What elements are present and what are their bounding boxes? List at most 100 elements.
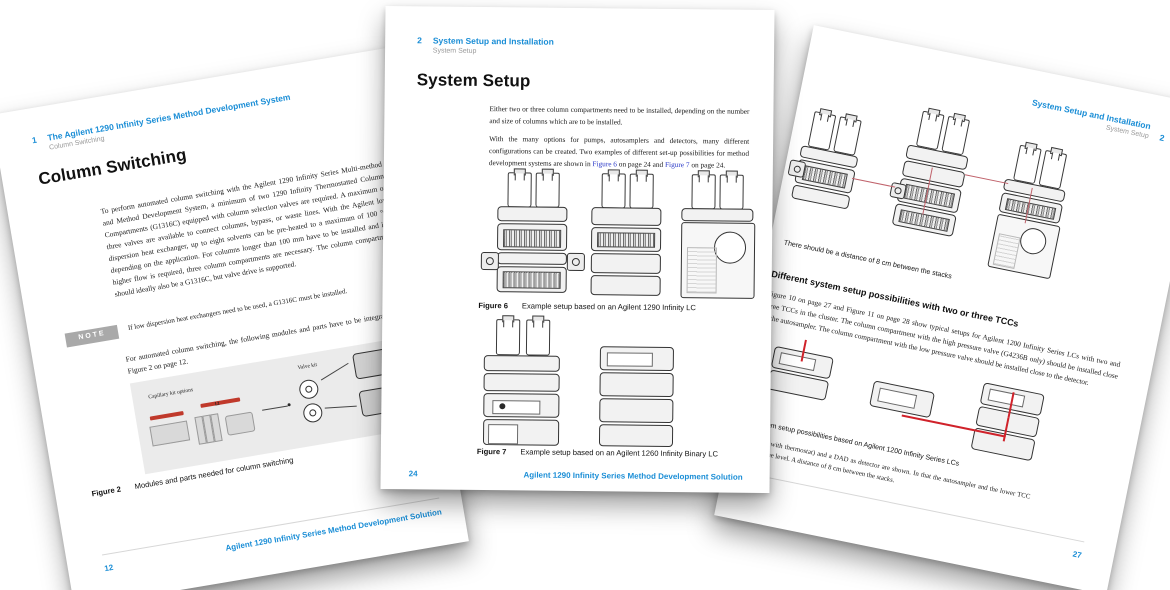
fig6-sys1-tcc <box>496 266 567 293</box>
capillary-kit-label: Capillary kit options <box>147 387 194 401</box>
left-chapter-title: The Agilent 1290 Infinity Series Method … <box>46 91 292 143</box>
left-paragraph-1: To perform automated column switching wi… <box>99 159 395 299</box>
flow-line-a-b <box>851 177 896 188</box>
valve-a <box>787 159 807 179</box>
fig6-sys2-tcc-2 <box>590 275 661 296</box>
valve-head-1 <box>297 378 320 401</box>
capillary-red-2 <box>200 397 241 408</box>
cluster-mod-b1 <box>869 380 936 419</box>
figure-7-caption-text: Example setup based on an Agilent 1260 I… <box>520 447 719 459</box>
center-chapter-title: System Setup and Installation <box>432 35 554 47</box>
fig6-detector-lamp <box>713 231 747 264</box>
solvent-bottle-a1 <box>807 108 837 151</box>
fig7-sys2-mod-4 <box>598 424 674 448</box>
fig6-bottle-1a <box>507 168 532 208</box>
left-footer: 12 Agilent 1290 Infinity Series Method D… <box>104 507 443 573</box>
fig7-sys1-tray <box>483 355 560 372</box>
figure-6-label: Figure 6 <box>478 300 509 311</box>
solvent-bottle-a2 <box>833 113 862 156</box>
center-paragraph-2: With the many options for pumps, autosam… <box>488 134 750 170</box>
center-body-text: Either two or three column compartments … <box>489 103 750 178</box>
center-page-title: System Setup <box>416 70 531 91</box>
capillary-red-1 <box>149 410 184 421</box>
left-footer-title: Agilent 1290 Infinity Series Method Deve… <box>224 507 443 553</box>
link-figure-7[interactable]: Figure 7 <box>664 159 690 169</box>
cluster-b1-screen <box>877 387 918 409</box>
fig7-sys1-mod-2 <box>483 373 560 392</box>
detector-c <box>987 213 1061 280</box>
left-page-title: Column Switching <box>36 144 188 189</box>
center-paragraph-1: Either two or three column compartments … <box>489 104 750 127</box>
fig6-sys1-tray <box>497 206 568 222</box>
figure-7-art <box>477 315 728 448</box>
module-a-detail <box>801 165 848 189</box>
cluster-c1-screen <box>987 388 1026 408</box>
cluster-a1-screen <box>778 352 817 372</box>
left-page-number: 12 <box>103 562 114 574</box>
right-chapter-number: 2 <box>1158 132 1166 144</box>
fig6-sys1-pump-detail <box>503 229 562 248</box>
coil-box <box>224 411 256 436</box>
left-running-header: 1 The Agilent 1290 Infinity Series Metho… <box>31 91 292 154</box>
left-figure-label: Figure 2 <box>90 484 122 499</box>
fig7-sys2-mod-2 <box>599 372 674 398</box>
fig7-bottle-b <box>525 315 551 356</box>
fig6-valve-right <box>566 252 585 272</box>
right-page-number: 27 <box>1071 549 1083 561</box>
solvent-bottle-c1 <box>1012 141 1042 185</box>
figure-7-caption: Figure 7 Example setup based on an Agile… <box>477 447 718 459</box>
figure-7-label: Figure 7 <box>476 446 507 457</box>
fig6-sys3-tray <box>681 208 754 222</box>
fig7-sys1-door <box>487 424 519 445</box>
note-badge: NOTE <box>64 324 120 348</box>
module-b-detail-2 <box>898 209 950 232</box>
valve-kit-label: Valve kit <box>297 362 318 372</box>
figure-6-caption: Figure 6 Example setup based on an Agile… <box>478 301 696 312</box>
figure-badge-12: 12 <box>214 401 220 408</box>
fig6-detector <box>680 222 756 299</box>
right-chapter-title: System Setup and Installation <box>1031 97 1152 132</box>
fig6-sys2-tcc-1 <box>590 253 661 274</box>
fig6-bottle-2b <box>629 169 654 209</box>
fig6-bottle-3b <box>719 170 744 210</box>
center-chapter-number: 2 <box>417 35 422 46</box>
link-figure-6[interactable]: Figure 6 <box>592 158 618 169</box>
solvent-bottle-b1 <box>915 107 945 151</box>
fig7-sys1-knob <box>499 403 506 410</box>
center-section-title: System Setup <box>432 46 477 55</box>
fig7-sys2-mod-3 <box>599 398 674 424</box>
fitting-tray-1 <box>149 420 191 447</box>
left-footer-rule <box>101 497 440 556</box>
fig6-bottle-3a <box>691 170 716 210</box>
fig6-detector-grid <box>686 247 718 294</box>
right-manual-page[interactable]: System Setup and Installation System Set… <box>714 25 1170 590</box>
valve-head-2 <box>301 401 324 424</box>
fig6-sys2-detail <box>597 232 656 248</box>
fig7-sys2-mod-1 <box>599 346 674 372</box>
figure-6-art <box>478 168 761 301</box>
detector-grid <box>992 233 1021 269</box>
fig6-sys1-pump <box>496 223 568 251</box>
fig7-bottle-a <box>495 315 521 356</box>
center-footer: 24 Agilent 1290 Infinity Series Method D… <box>409 469 743 481</box>
center-running-header: 2 System Setup and Installation System S… <box>417 35 554 55</box>
solvent-bottle-c2 <box>1038 147 1068 190</box>
left-chapter-number: 1 <box>31 134 38 146</box>
fig6-bottle-2a <box>601 169 626 209</box>
fig6-sys1-spacer <box>496 252 567 265</box>
fig7-sys1-mod-3 <box>483 393 560 418</box>
connector-dot <box>287 402 291 407</box>
flow-line-b-c <box>964 174 1009 185</box>
fig6-valve-left <box>480 251 499 271</box>
valve-b <box>889 181 907 200</box>
fig6-sys2-tray <box>591 207 662 226</box>
connector-line <box>262 405 288 411</box>
detector-lamp <box>1017 225 1049 257</box>
valve-leader-2 <box>324 405 357 409</box>
solvent-bottle-b2 <box>941 112 971 156</box>
fig7-sys2-screen <box>606 352 653 367</box>
valve-leader-1 <box>320 362 349 381</box>
fig6-sys1-tcc-detail <box>502 271 561 289</box>
center-manual-page[interactable]: 2 System Setup and Installation System S… <box>380 5 775 494</box>
